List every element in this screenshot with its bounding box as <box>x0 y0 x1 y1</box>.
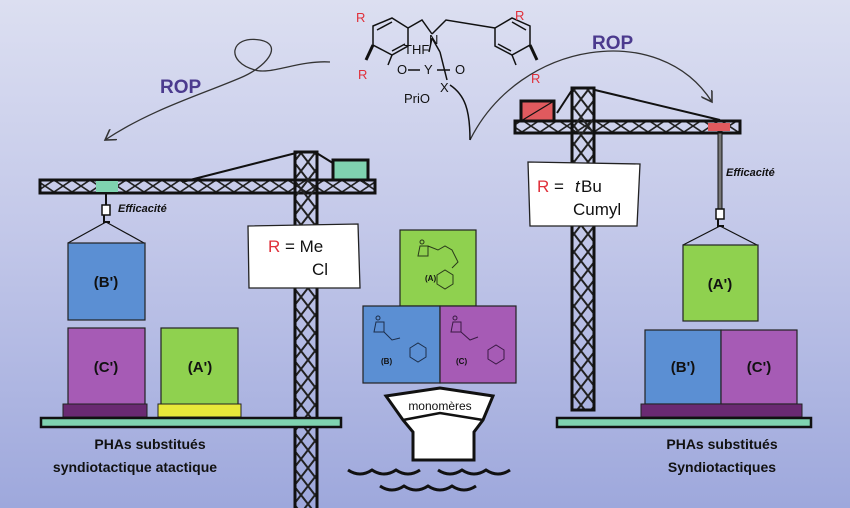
right-sign <box>527 161 641 227</box>
catalyst-r-bottom-right: R <box>531 71 540 86</box>
left-block-c-base <box>62 403 148 418</box>
catalyst-x: X <box>440 80 449 95</box>
right-block-c-label: (C') <box>747 359 771 376</box>
rop-arrow-left <box>105 38 331 140</box>
left-block-a-base <box>157 403 242 418</box>
right-hanging-block-a <box>682 244 759 322</box>
right-stack-base <box>640 403 803 418</box>
boat-label: monomères <box>408 399 471 413</box>
catalyst-y: Y <box>424 62 433 77</box>
right-hanging-block-a-label: (A') <box>708 276 732 293</box>
monomer-block-b <box>362 305 441 384</box>
right-block-c <box>720 329 798 405</box>
catalyst-o-right: O <box>455 62 465 77</box>
left-sign-line2: Cl <box>312 260 328 279</box>
catalyst-r-top-right: R <box>515 8 524 23</box>
right-ground <box>555 416 813 429</box>
right-caption-line2: Syndiotactiques <box>668 459 776 475</box>
catalyst-alkoxide: PriO <box>404 91 430 106</box>
left-caption-line1: PHAs substitués <box>94 436 205 452</box>
catalyst-r-top-left: R <box>356 10 365 25</box>
left-block-a-label: (A') <box>188 359 212 376</box>
monomer-a-label: (A) <box>425 274 436 283</box>
left-sign-r: R <box>268 237 280 256</box>
left-sign-eq: = Me <box>285 237 323 256</box>
catalyst-structure <box>364 17 539 141</box>
right-hook-label: Efficacité <box>726 167 775 179</box>
left-caption-line2: syndiotactique atactique <box>53 459 217 475</box>
boat <box>383 386 496 462</box>
left-hanging-block-b <box>67 242 146 321</box>
catalyst-r-bottom-left: R <box>358 67 367 82</box>
right-block-b-label: (B') <box>671 359 695 376</box>
monomer-block-a <box>399 229 477 307</box>
monomer-b-structure <box>373 315 427 363</box>
left-sign <box>247 223 361 289</box>
right-caption-line1: PHAs substitués <box>666 436 777 452</box>
catalyst-n: N <box>429 32 438 47</box>
left-block-c-label: (C') <box>94 359 118 376</box>
right-sign-bu: Bu <box>581 177 602 196</box>
catalyst-o-left: O <box>397 62 407 77</box>
monomer-a-structure <box>417 239 459 290</box>
right-sign-t: t <box>575 177 581 196</box>
monomer-c-label: (C) <box>456 357 467 366</box>
right-sign-eq: = <box>554 177 564 196</box>
right-sign-r: R <box>537 177 549 196</box>
monomer-c-structure <box>450 315 505 365</box>
waves <box>347 468 511 492</box>
rop-label-left: ROP <box>160 77 202 98</box>
monomer-block-c <box>439 305 517 384</box>
monomer-b-label: (B) <box>381 357 392 366</box>
left-hanging-block-b-label: (B') <box>94 274 118 291</box>
right-sign-line2: Cumyl <box>573 200 621 219</box>
left-ground <box>39 416 343 429</box>
left-hook-label: Efficacité <box>118 203 167 215</box>
catalyst-thf: THF <box>404 42 429 57</box>
rop-label-right: ROP <box>592 33 634 54</box>
rop-arrow-right <box>469 50 712 141</box>
